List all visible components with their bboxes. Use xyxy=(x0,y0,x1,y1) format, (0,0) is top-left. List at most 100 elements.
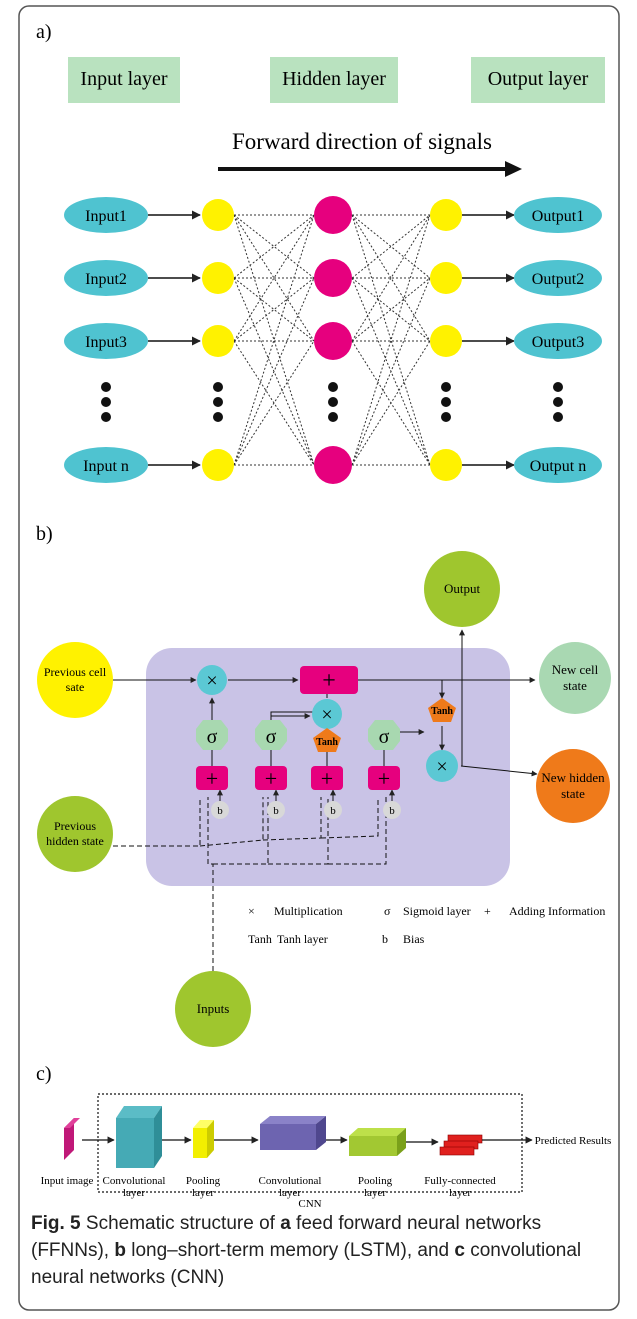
output-label: Output xyxy=(444,581,481,596)
bias-symbol: b xyxy=(389,805,395,817)
legend-bias-label: Bias xyxy=(403,932,425,946)
input-arrows xyxy=(148,210,201,470)
output-node-label: Output n xyxy=(530,458,586,475)
input-node xyxy=(64,260,148,296)
multiply-op xyxy=(197,665,227,695)
sigmoid-gates: σ σ σ xyxy=(196,720,400,750)
connection-link xyxy=(351,214,431,279)
legend-tanh-label: Tanh layer xyxy=(277,932,328,946)
bias-nodes: b b b b xyxy=(211,801,401,819)
connection-link xyxy=(351,214,431,466)
caption-b: b xyxy=(114,1240,126,1261)
connection-link xyxy=(233,214,315,466)
adder-symbol: + xyxy=(378,766,390,791)
connection-link xyxy=(351,214,431,279)
legend-tanh-symbol: Tanh xyxy=(248,932,272,946)
output-node xyxy=(514,197,602,233)
bias-node xyxy=(267,801,285,819)
multiply-ops: × × × xyxy=(197,665,458,782)
connection-link xyxy=(233,214,315,342)
neuron xyxy=(430,325,462,357)
neuron xyxy=(430,262,462,294)
hidden-layer-nodes xyxy=(314,196,352,484)
output-node-label: Output3 xyxy=(532,334,584,351)
caption-text: Schematic structure of xyxy=(80,1213,281,1234)
sigmoid-gate xyxy=(368,720,400,750)
multiply-symbol: × xyxy=(436,756,447,778)
gate-adder xyxy=(311,766,343,790)
gate-adder xyxy=(255,766,287,790)
input-node xyxy=(64,197,148,233)
hidden-layer-label: Hidden layer xyxy=(282,68,386,90)
hidden-layer-box xyxy=(270,57,398,103)
connection-link xyxy=(233,277,315,342)
neuron xyxy=(430,449,462,481)
input-layer-label: Input layer xyxy=(80,68,168,90)
ellipsis-dots xyxy=(101,382,563,422)
bias-symbol: b xyxy=(330,805,336,817)
adder-symbol: + xyxy=(321,766,333,791)
connection-link xyxy=(351,277,431,342)
output-layer-box xyxy=(471,57,605,103)
neuron xyxy=(202,325,234,357)
first-layer-nodes xyxy=(202,199,234,481)
connection-link xyxy=(233,277,315,466)
tanh-symbol: Tanh xyxy=(431,706,453,717)
sigma-symbol: σ xyxy=(379,726,390,748)
tanh-gates: Tanh Tanh xyxy=(313,698,456,752)
legend-mult-label: Multiplication xyxy=(274,904,343,918)
tanh-gate xyxy=(428,698,456,722)
pool2-block xyxy=(349,1128,406,1156)
legend-add-symbol: + xyxy=(484,904,491,918)
input-node-label: Input n xyxy=(83,458,129,475)
cnn-arrows xyxy=(82,1136,533,1146)
new-hidden-state-circle xyxy=(536,749,610,823)
output-node-label: Output1 xyxy=(532,208,584,225)
output-nodes: Output1 Output2 Output3 Output n xyxy=(514,197,602,483)
predicted-results-label: Predicted Results xyxy=(535,1135,612,1147)
caption-text: long–short-term memory (LSTM), and xyxy=(125,1240,455,1261)
inputs-circle xyxy=(175,971,251,1047)
hidden-neuron xyxy=(314,259,352,297)
output-node xyxy=(514,447,602,483)
neuron xyxy=(202,449,234,481)
pool1-block xyxy=(193,1120,214,1158)
connection-link xyxy=(351,214,431,466)
bias-symbol: b xyxy=(217,805,223,817)
panel-c-label: c) xyxy=(36,1063,52,1085)
connection-link xyxy=(233,214,315,279)
input-node-label: Input3 xyxy=(85,334,127,351)
neuron xyxy=(430,199,462,231)
bias-node xyxy=(211,801,229,819)
last-layer-nodes xyxy=(430,199,462,481)
hidden-neuron xyxy=(314,196,352,234)
caption-text: convolutional neural networks (CNN) xyxy=(31,1240,582,1288)
sigma-symbol: σ xyxy=(207,726,218,748)
connection-link xyxy=(233,214,315,342)
multiply-symbol: × xyxy=(321,704,332,726)
input-image-shape xyxy=(64,1118,80,1160)
cell-state-adder xyxy=(300,666,358,694)
legend-mult-symbol: × xyxy=(248,904,255,918)
gate-adder xyxy=(196,766,228,790)
gate-adders: + + + + xyxy=(196,766,400,791)
lstm-legend: × Multiplication σ Sigmoid layer + Addin… xyxy=(248,904,605,946)
multiply-op xyxy=(312,699,342,729)
inputs-label: Inputs xyxy=(197,1001,230,1016)
legend-add-label: Adding Information xyxy=(509,904,605,918)
legend-bias-symbol: b xyxy=(382,932,388,946)
dashed-connections xyxy=(113,797,387,971)
output-node xyxy=(514,323,602,359)
panel-b-label: b) xyxy=(36,523,53,545)
output-node xyxy=(514,260,602,296)
adder-symbol: + xyxy=(322,668,336,694)
adder-symbol: + xyxy=(265,766,277,791)
tanh-symbol: Tanh xyxy=(316,737,338,748)
